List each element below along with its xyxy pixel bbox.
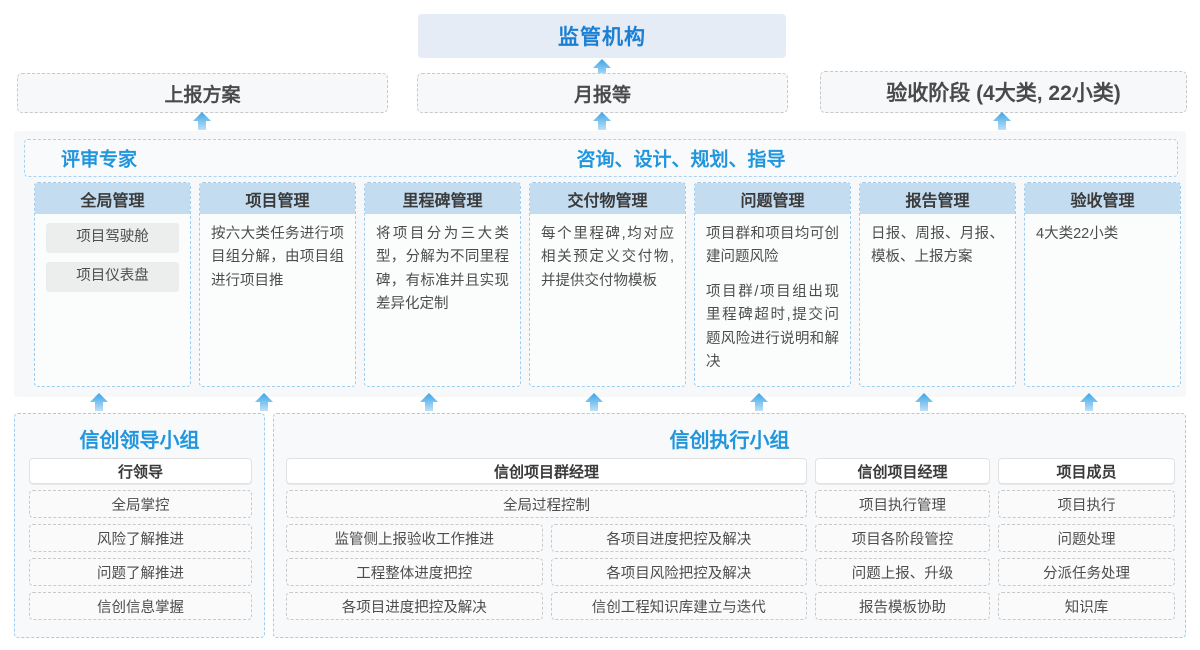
capability-panel-header: 评审专家 咨询、设计、规划、指导 xyxy=(24,139,1178,177)
card-title: 里程碑管理 xyxy=(365,183,520,214)
role-header[interactable]: 行领导 xyxy=(29,458,252,484)
card-paragraph: 项目群和项目均可创建问题风险 xyxy=(706,226,839,266)
org-panel: 信创领导小组 行领导 全局掌控 风险了解推进 问题了解推进 信创信息掌握 信创执… xyxy=(14,413,1186,638)
card-body: 项目驾驶舱 项目仪表盘 xyxy=(35,214,190,386)
capability-panel: 评审专家 咨询、设计、规划、指导 全局管理 项目驾驶舱 项目仪表盘 项目管理 按… xyxy=(14,131,1186,397)
channel-box-1: 月报等 xyxy=(417,73,788,113)
role-item[interactable]: 各项目风险把控及解决 xyxy=(550,558,807,586)
card-paragraph: 按六大类任务进行项目组分解，由项目组进行项目推 xyxy=(211,226,344,289)
card-title: 项目管理 xyxy=(200,183,355,214)
role-header[interactable]: 信创项目经理 xyxy=(815,458,990,484)
role-item[interactable]: 各项目进度把控及解决 xyxy=(550,524,807,552)
group-title: 信创执行小组 xyxy=(669,430,790,452)
role-header[interactable]: 项目成员 xyxy=(998,458,1175,484)
card-title: 交付物管理 xyxy=(530,183,685,214)
arrow-up-icon xyxy=(1079,392,1099,412)
channel-box-2: 验收阶段 (4大类, 22小类) xyxy=(820,71,1187,113)
role-item[interactable]: 项目执行 xyxy=(998,490,1175,518)
role-item[interactable]: 问题了解推进 xyxy=(29,558,252,586)
role-column-bank-leader: 行领导 全局掌控 风险了解推进 问题了解推进 信创信息掌握 xyxy=(29,458,252,620)
regulator-banner: 监管机构 xyxy=(418,14,786,58)
role-item[interactable]: 各项目进度把控及解决 xyxy=(286,592,543,620)
card-title: 报告管理 xyxy=(860,183,1015,214)
group-title: 信创领导小组 xyxy=(79,430,200,452)
card-paragraph: 项目群/项目组出现里程碑超时,提交问题风险进行说明和解决 xyxy=(706,283,839,371)
role-column-program-manager: 信创项目群经理 全局过程控制 监管侧上报验收工作推进 工程整体进度把控 各项目进… xyxy=(286,458,807,620)
role-item[interactable]: 风险了解推进 xyxy=(29,524,252,552)
channel-label-0: 上报方案 xyxy=(164,84,241,106)
card-body: 日报、周报、月报、模板、上报方案 xyxy=(860,214,1015,386)
review-expert-label: 评审专家 xyxy=(61,149,138,171)
program-manager-subcolumns: 监管侧上报验收工作推进 工程整体进度把控 各项目进度把控及解决 各项目进度把控及… xyxy=(286,518,807,620)
role-item[interactable]: 问题上报、升级 xyxy=(815,558,990,586)
role-header[interactable]: 信创项目群经理 xyxy=(286,458,807,484)
regulator-label: 监管机构 xyxy=(558,26,646,49)
card-pill[interactable]: 项目驾驶舱 xyxy=(46,223,179,253)
card-paragraph: 4大类22小类 xyxy=(1036,226,1119,242)
capability-card-report[interactable]: 报告管理 日报、周报、月报、模板、上报方案 xyxy=(859,182,1016,387)
channel-label-2: 验收阶段 (4大类, 22小类) xyxy=(886,82,1121,105)
card-paragraph: 日报、周报、月报、模板、上报方案 xyxy=(871,226,1004,266)
role-item[interactable]: 分派任务处理 xyxy=(998,558,1175,586)
capability-card-acceptance[interactable]: 验收管理 4大类22小类 xyxy=(1024,182,1181,387)
card-body: 4大类22小类 xyxy=(1025,214,1180,386)
role-item[interactable]: 知识库 xyxy=(998,592,1175,620)
arrow-up-icon xyxy=(419,392,439,412)
channel-label-1: 月报等 xyxy=(573,84,631,106)
card-title: 问题管理 xyxy=(695,183,850,214)
card-body: 按六大类任务进行项目组分解，由项目组进行项目推 xyxy=(200,214,355,386)
org-group-leadership: 信创领导小组 行领导 全局掌控 风险了解推进 问题了解推进 信创信息掌握 xyxy=(14,413,265,638)
card-pill[interactable]: 项目仪表盘 xyxy=(46,262,179,292)
capability-card-global[interactable]: 全局管理 项目驾驶舱 项目仪表盘 xyxy=(34,182,191,387)
arrow-up-icon xyxy=(914,392,934,412)
card-body: 每个里程碑,均对应相关预定义交付物,并提供交付物模板 xyxy=(530,214,685,386)
program-manager-left-column: 监管侧上报验收工作推进 工程整体进度把控 各项目进度把控及解决 xyxy=(286,518,543,620)
card-body: 将项目分为三大类型，分解为不同里程碑，有标准并且实现差异化定制 xyxy=(365,214,520,386)
arrow-up-icon xyxy=(584,392,604,412)
org-group-execution: 信创执行小组 信创项目群经理 全局过程控制 监管侧上报验收工作推进 工程整体进度… xyxy=(273,413,1186,638)
card-body: 项目群和项目均可创建问题风险 项目群/项目组出现里程碑超时,提交问题风险进行说明… xyxy=(695,214,850,386)
role-item[interactable]: 全局过程控制 xyxy=(286,490,807,518)
card-title: 全局管理 xyxy=(35,183,190,214)
arrow-up-icon xyxy=(592,111,612,131)
card-paragraph: 将项目分为三大类型，分解为不同里程碑，有标准并且实现差异化定制 xyxy=(376,226,509,313)
role-item[interactable]: 工程整体进度把控 xyxy=(286,558,543,586)
role-item[interactable]: 信创工程知识库建立与迭代 xyxy=(550,592,807,620)
role-item[interactable]: 项目执行管理 xyxy=(815,490,990,518)
capability-card-milestone[interactable]: 里程碑管理 将项目分为三大类型，分解为不同里程碑，有标准并且实现差异化定制 xyxy=(364,182,521,387)
capability-card-list: 全局管理 项目驾驶舱 项目仪表盘 项目管理 按六大类任务进行项目组分解，由项目组… xyxy=(34,182,1181,387)
card-paragraph: 每个里程碑,均对应相关预定义交付物,并提供交付物模板 xyxy=(541,226,674,289)
role-column-project-manager: 信创项目经理 项目执行管理 项目各阶段管控 问题上报、升级 报告模板协助 xyxy=(815,458,990,620)
role-item[interactable]: 全局掌控 xyxy=(29,490,252,518)
arrow-up-icon xyxy=(592,58,612,78)
role-item[interactable]: 报告模板协助 xyxy=(815,592,990,620)
capability-card-project[interactable]: 项目管理 按六大类任务进行项目组分解，由项目组进行项目推 xyxy=(199,182,356,387)
arrow-up-icon xyxy=(192,111,212,131)
arrow-up-icon xyxy=(749,392,769,412)
role-item[interactable]: 问题处理 xyxy=(998,524,1175,552)
capability-card-issue[interactable]: 问题管理 项目群和项目均可创建问题风险 项目群/项目组出现里程碑超时,提交问题风… xyxy=(694,182,851,387)
arrow-up-icon xyxy=(89,392,109,412)
arrow-up-icon xyxy=(992,111,1012,131)
role-column-member: 项目成员 项目执行 问题处理 分派任务处理 知识库 xyxy=(998,458,1175,620)
arrow-up-icon xyxy=(254,392,274,412)
role-item[interactable]: 监管侧上报验收工作推进 xyxy=(286,524,543,552)
role-item[interactable]: 信创信息掌握 xyxy=(29,592,252,620)
role-item[interactable]: 项目各阶段管控 xyxy=(815,524,990,552)
capability-card-deliverable[interactable]: 交付物管理 每个里程碑,均对应相关预定义交付物,并提供交付物模板 xyxy=(529,182,686,387)
card-title: 验收管理 xyxy=(1025,183,1180,214)
program-manager-right-column: 各项目进度把控及解决 各项目风险把控及解决 信创工程知识库建立与迭代 xyxy=(550,518,807,620)
channel-box-0: 上报方案 xyxy=(17,73,388,113)
consulting-label: 咨询、设计、规划、指导 xyxy=(576,149,786,171)
